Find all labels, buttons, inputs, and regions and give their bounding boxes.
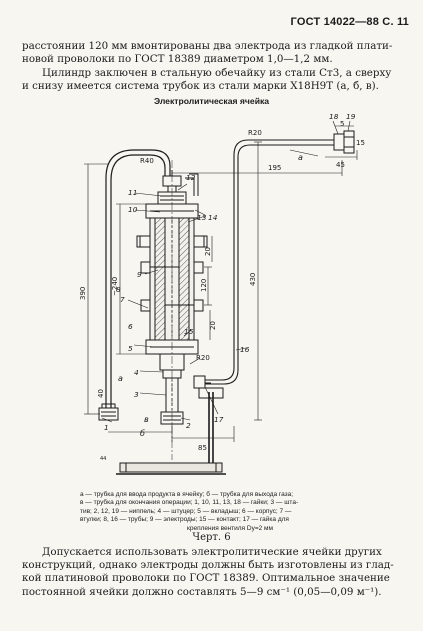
- dimension-label: 40: [97, 389, 105, 398]
- dimension-label: ~240: [111, 277, 119, 296]
- letter-label: а: [298, 153, 303, 162]
- part-label: 5: [128, 344, 133, 353]
- letter-label: в: [144, 415, 149, 424]
- legend-line: тив; 2, 12, 19 — ниппель; 4 — штуцер; 5 …: [80, 507, 292, 515]
- part-label: 11: [128, 188, 137, 197]
- part-label: 15: [184, 327, 194, 336]
- part-label: 8: [116, 285, 121, 294]
- part-label: 1: [104, 423, 109, 432]
- part-label: 16: [240, 345, 250, 354]
- dimension-label: 195: [268, 164, 281, 172]
- dimension-label: 430: [249, 273, 257, 286]
- electrolytic-cell-drawing: 11 10 12 13 14 9 7 8 15 6 5 4 3 1 2 17 1…: [79, 112, 365, 475]
- part-label: 12: [186, 173, 196, 182]
- stand-base: [119, 462, 223, 473]
- text-line: новой проволоки по ГОСТ 18389 диаметром …: [22, 53, 333, 66]
- corner-note: 44: [100, 456, 106, 462]
- figure-legend: а — трубка для ввода продукта в ячейку; …: [80, 491, 380, 533]
- dimension-label: R20: [196, 354, 210, 362]
- dimension-label: 15: [356, 139, 365, 147]
- letter-label: а: [118, 374, 123, 383]
- text-line: Допускается использовать электролитическ…: [42, 546, 382, 558]
- dimension-label: 85: [198, 444, 207, 452]
- letter-label: б: [140, 429, 145, 438]
- text-line: кой платиновой проволоки по ГОСТ 18389. …: [22, 572, 390, 585]
- legend-line: в — трубка для окончания операции; 1, 10…: [80, 499, 299, 507]
- dimension-label: 45: [336, 161, 345, 169]
- dimension-label: 20: [209, 321, 217, 330]
- part-label: 14: [208, 213, 218, 222]
- part-label: 9: [137, 270, 142, 279]
- dimension-label: 120: [200, 279, 208, 292]
- part-label: 7: [120, 295, 125, 304]
- dimension-label: 390: [79, 287, 87, 300]
- part-label: 10: [128, 205, 138, 214]
- figure-title: Электролитическая ячейка: [153, 96, 270, 106]
- part-label: 13: [197, 213, 207, 222]
- paragraph-cylinder: Цилиндр заключен в стальную обечайку из …: [22, 67, 408, 93]
- legend-line: крепления вентиля Dу=2 мм: [187, 524, 273, 532]
- part-label: 19: [346, 112, 356, 121]
- dimension-label: R40: [140, 157, 154, 165]
- page-header: ГОСТ 14022—88 С. 11: [290, 16, 409, 28]
- paragraph-electrodes: расстоянии 120 мм вмонтированы два элект…: [22, 40, 408, 66]
- legend-line: втулки; 8, 16 — трубы; 9 — электроды; 15…: [80, 516, 289, 524]
- part-label: 17: [214, 415, 224, 424]
- text-line: постоянной ячейки должно составлять 5—9 …: [22, 585, 382, 598]
- part-label: 6: [128, 322, 133, 331]
- part-label: 4: [134, 368, 139, 377]
- text-line: и снизу имеется система трубок из стали …: [22, 80, 379, 93]
- part-label: 3: [134, 390, 139, 399]
- dimension-label: 20: [204, 247, 212, 256]
- text-line: расстоянии 120 мм вмонтированы два элект…: [22, 40, 393, 52]
- dimension-label: R20: [248, 129, 262, 137]
- paragraph-alternatives: Допускается использовать электролитическ…: [22, 546, 408, 599]
- dimension-label: 5: [340, 120, 344, 128]
- text-line: конструкций, однако электроды должны быт…: [22, 559, 394, 572]
- part-label: 2: [186, 421, 191, 430]
- legend-line: а — трубка для ввода продукта в ячейку; …: [80, 491, 294, 498]
- text-line: Цилиндр заключен в стальную обечайку из …: [42, 67, 392, 79]
- figure-caption: Черт. 6: [192, 532, 231, 543]
- part-label: 18: [329, 112, 339, 121]
